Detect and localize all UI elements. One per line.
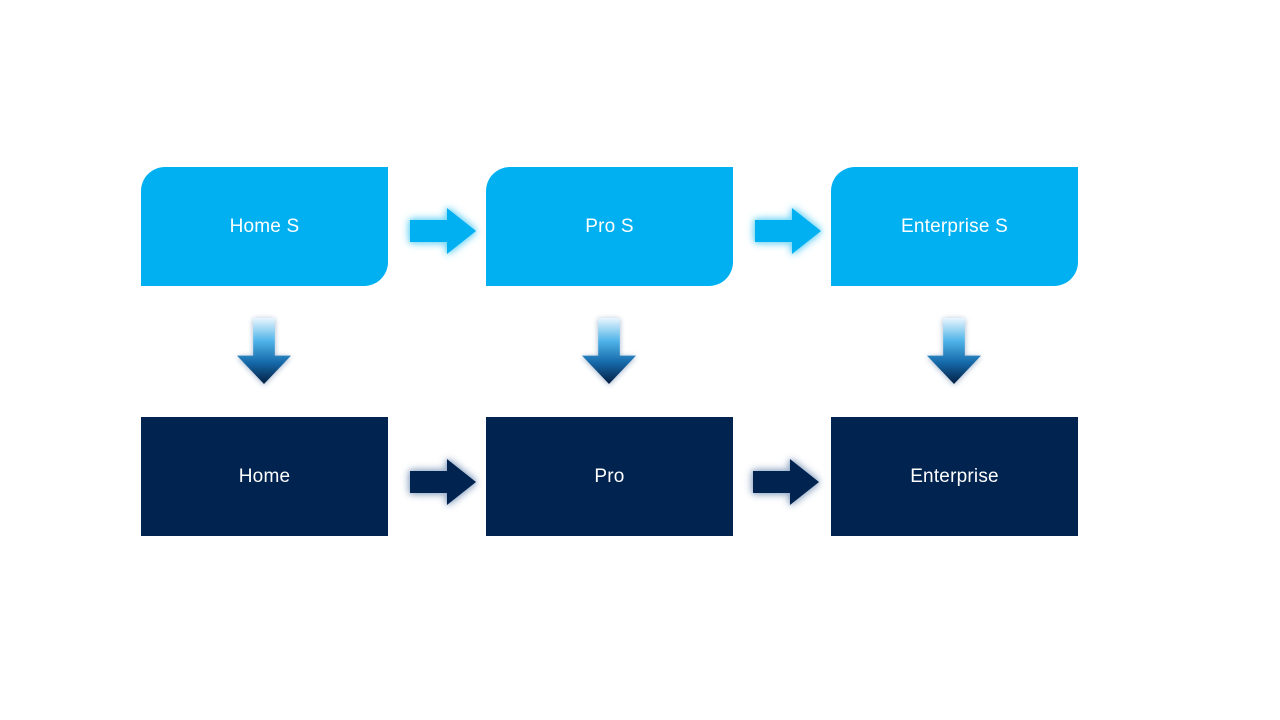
right-arrow-icon	[410, 208, 476, 254]
top-box-pro-s: Pro S	[486, 167, 733, 286]
top-box-home-s: Home S	[141, 167, 388, 286]
down-arrow-shape	[237, 318, 291, 384]
down-arrow-icon	[237, 318, 291, 384]
right-arrow-icon	[410, 459, 476, 505]
top-box-enterprise-s: Enterprise S	[831, 167, 1078, 286]
right-arrow-icon	[753, 459, 819, 505]
right-arrow-shape	[753, 459, 819, 505]
bottom-box-pro-label: Pro	[594, 465, 625, 487]
bottom-box-pro: Pro	[486, 417, 733, 536]
bottom-box-home: Home	[141, 417, 388, 536]
down-arrow-icon	[582, 318, 636, 384]
down-arrow-shape	[582, 318, 636, 384]
bottom-box-enterprise: Enterprise	[831, 417, 1078, 536]
top-box-enterprise-s-label: Enterprise S	[901, 215, 1008, 237]
right-arrow-icon	[755, 208, 821, 254]
down-arrow-icon	[927, 318, 981, 384]
bottom-box-enterprise-label: Enterprise	[910, 465, 999, 487]
top-box-pro-s-label: Pro S	[585, 215, 634, 237]
right-arrow-shape	[410, 208, 476, 254]
right-arrow-shape	[410, 459, 476, 505]
bottom-box-home-label: Home	[238, 465, 291, 487]
top-box-home-s-label: Home S	[229, 215, 300, 237]
right-arrow-shape	[755, 208, 821, 254]
down-arrow-shape	[927, 318, 981, 384]
